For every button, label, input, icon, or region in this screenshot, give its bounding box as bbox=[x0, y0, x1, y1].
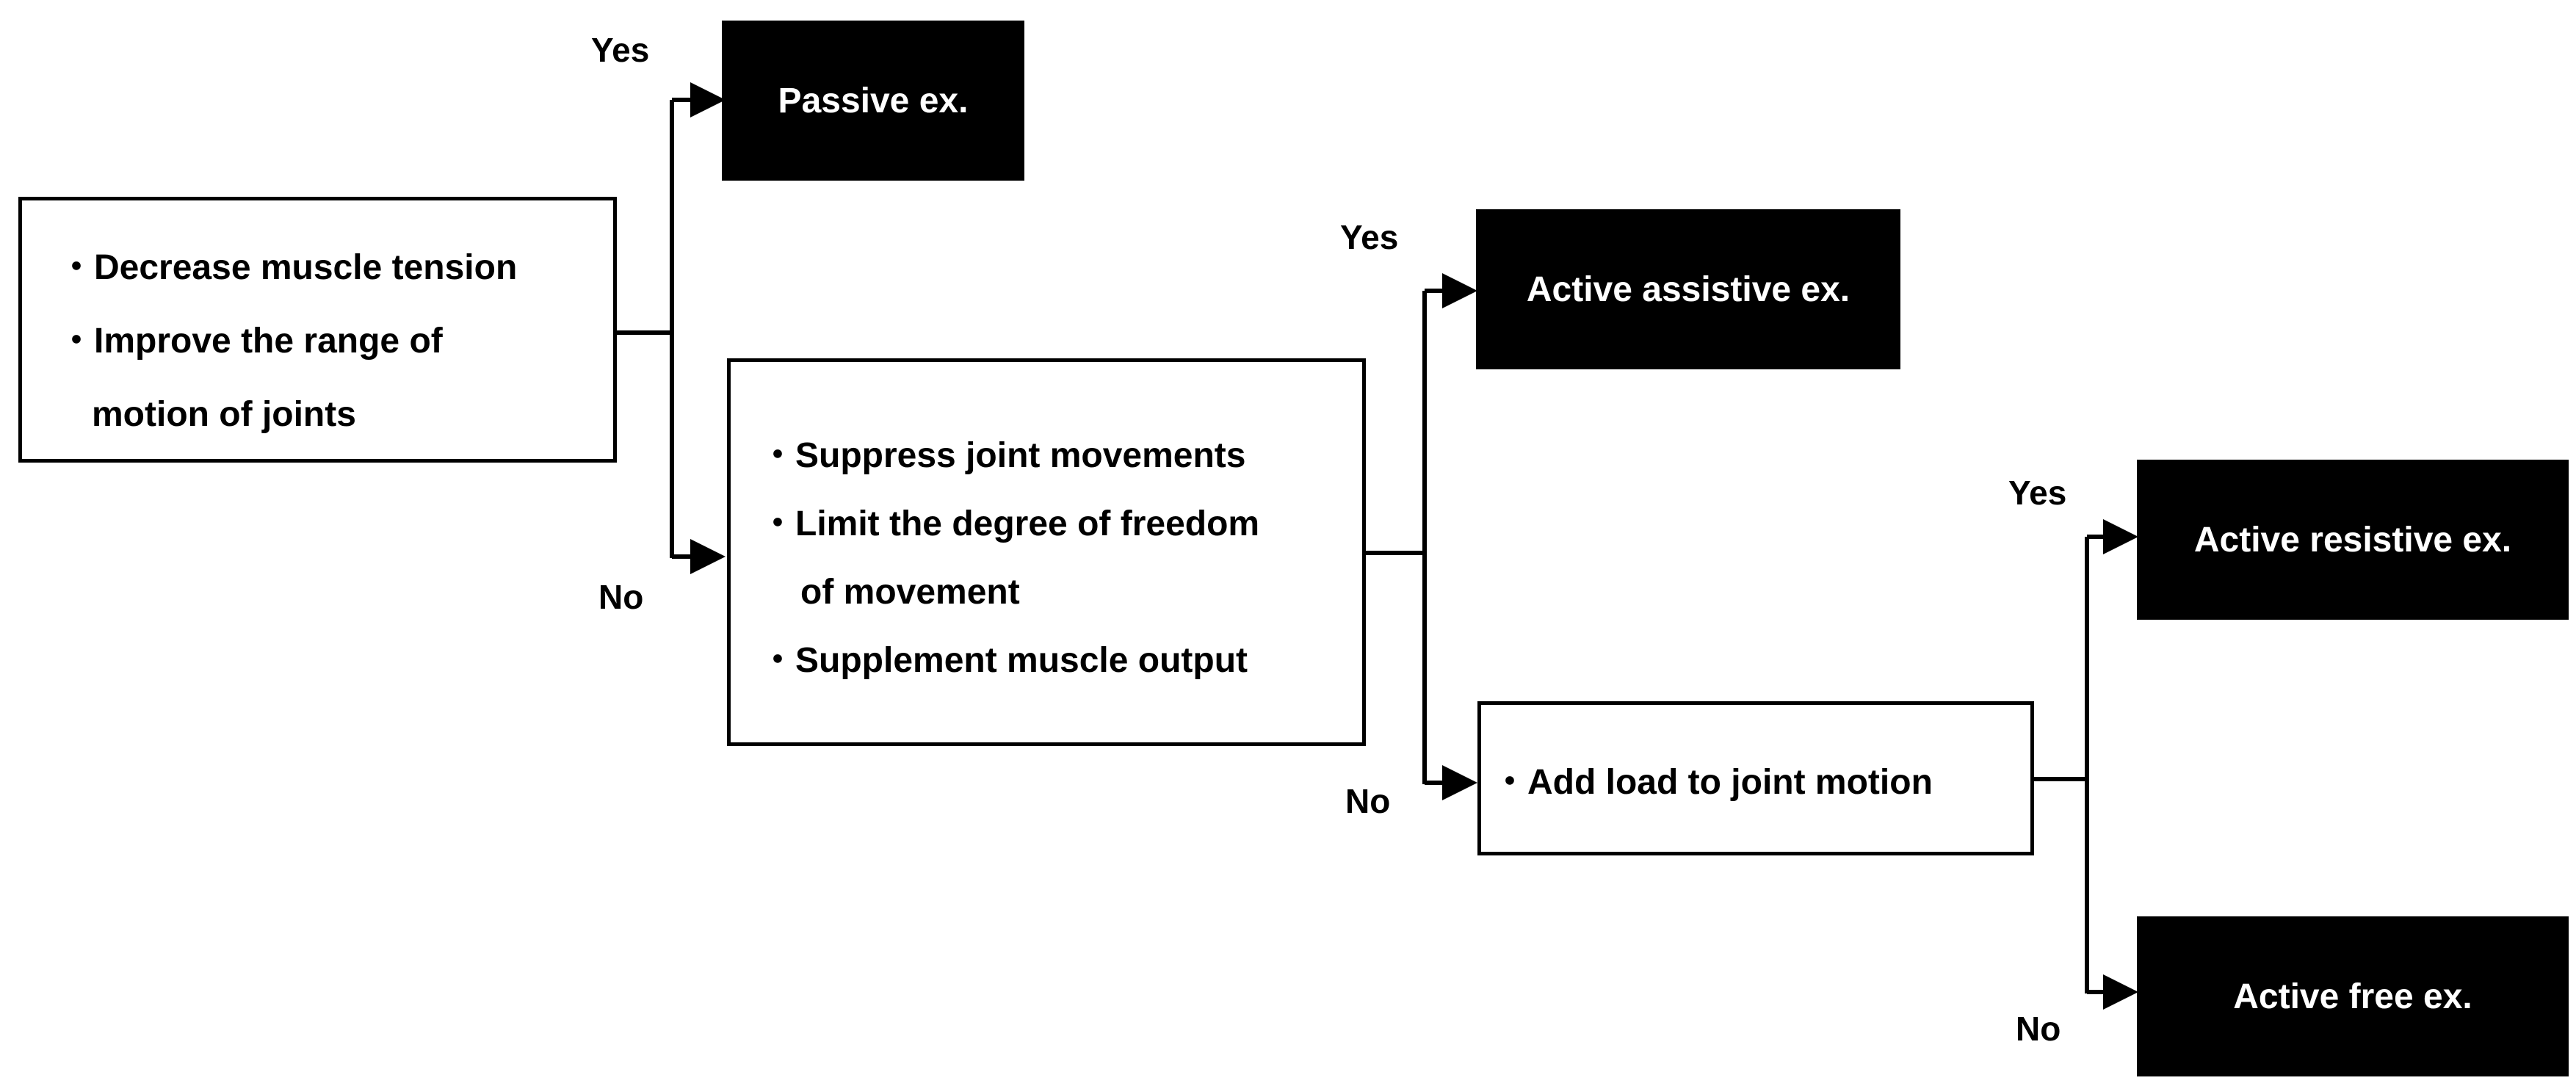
middle-decision-box: ・Suppress joint movements ・Limit the deg… bbox=[727, 358, 1366, 746]
root-line-3: motion of joints bbox=[92, 395, 356, 434]
outcome-active-free-label: Active free ex. bbox=[2233, 977, 2472, 1016]
outcome-passive-label: Passive ex. bbox=[778, 81, 969, 120]
no-label-2: No bbox=[1345, 782, 1391, 820]
root-line-2: ・Improve the range of bbox=[59, 322, 443, 361]
no-label-3: No bbox=[2016, 1010, 2061, 1048]
middle-line-3: of movement bbox=[800, 573, 1020, 612]
yes-label-3: Yes bbox=[2008, 474, 2067, 512]
yes-label-1: Yes bbox=[591, 31, 650, 69]
outcome-active-resistive-label: Active resistive ex. bbox=[2193, 520, 2512, 560]
outcome-passive-box: Passive ex. bbox=[722, 21, 1024, 181]
no-label-1: No bbox=[598, 578, 644, 616]
outcome-active-assistive-label: Active assistive ex. bbox=[1526, 269, 1850, 309]
root-line-1: ・Decrease muscle tension bbox=[59, 248, 518, 287]
load-decision-box: ・Add load to joint motion bbox=[1477, 701, 2034, 855]
yes-label-2: Yes bbox=[1340, 218, 1399, 256]
load-line-1: ・Add load to joint motion bbox=[1492, 763, 1933, 802]
middle-line-4: ・Supplement muscle output bbox=[760, 641, 1248, 680]
outcome-active-assistive-box: Active assistive ex. bbox=[1476, 209, 1900, 369]
root-decision-box: ・Decrease muscle tension ・Improve the ra… bbox=[18, 197, 617, 463]
outcome-active-free-box: Active free ex. bbox=[2137, 916, 2569, 1076]
outcome-active-resistive-box: Active resistive ex. bbox=[2137, 460, 2569, 620]
middle-line-2: ・Limit the degree of freedom bbox=[760, 504, 1260, 543]
middle-line-1: ・Suppress joint movements bbox=[760, 436, 1246, 475]
